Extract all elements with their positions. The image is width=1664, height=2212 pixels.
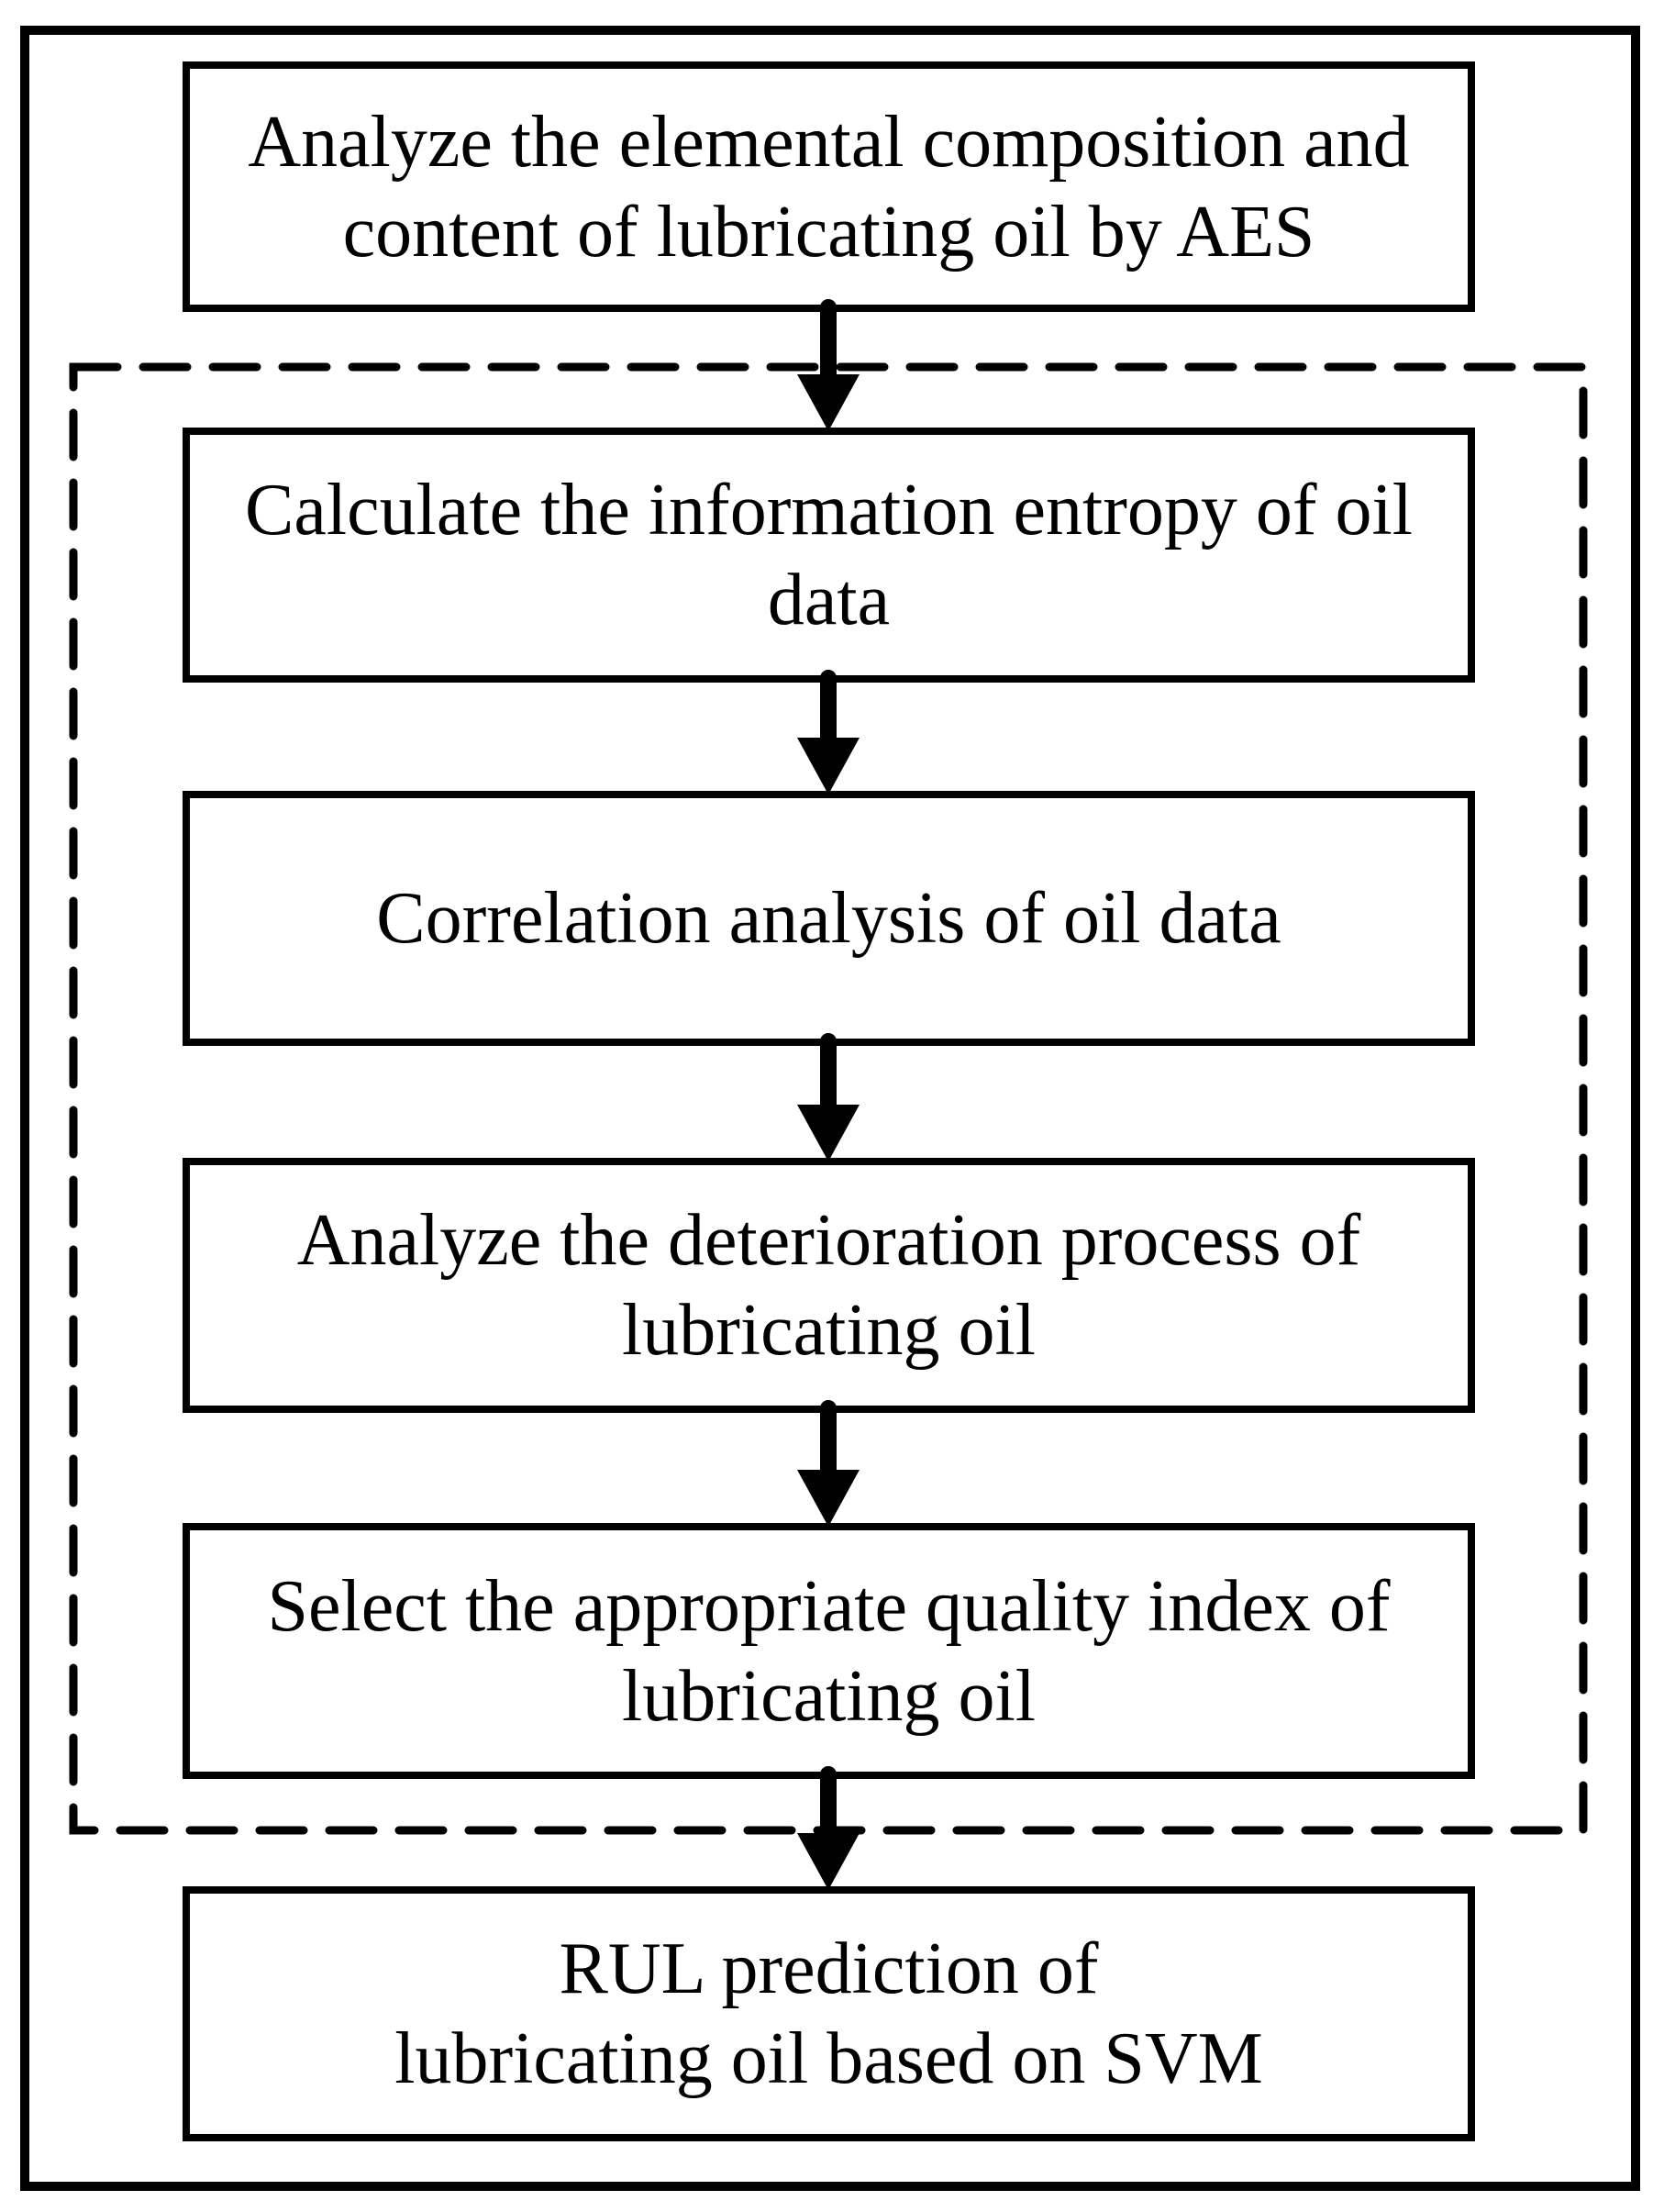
step-label-information-entropy: Calculate the information entropy of oil… bbox=[245, 470, 1413, 640]
step-box-quality-index: Select the appropriate quality index of … bbox=[183, 1523, 1475, 1779]
step-box-rul-prediction: RUL prediction of lubricating oil based … bbox=[183, 1886, 1475, 2141]
step-box-deterioration-process: Analyze the deterioration process of lub… bbox=[183, 1158, 1475, 1413]
step-box-information-entropy: Calculate the information entropy of oil… bbox=[183, 428, 1475, 683]
step-label-deterioration-process: Analyze the deterioration process of lub… bbox=[296, 1200, 1361, 1371]
step-box-correlation-analysis: Correlation analysis of oil data bbox=[183, 791, 1475, 1046]
step-label-rul-prediction: RUL prediction of lubricating oil based … bbox=[394, 1929, 1263, 2099]
step-label-aes-analysis: Analyze the elemental composition and co… bbox=[248, 101, 1410, 272]
step-label-correlation-analysis: Correlation analysis of oil data bbox=[376, 878, 1281, 959]
step-box-aes-analysis: Analyze the elemental composition and co… bbox=[183, 61, 1475, 312]
step-label-quality-index: Select the appropriate quality index of … bbox=[267, 1565, 1391, 1737]
outer-border-frame bbox=[20, 26, 1640, 2191]
